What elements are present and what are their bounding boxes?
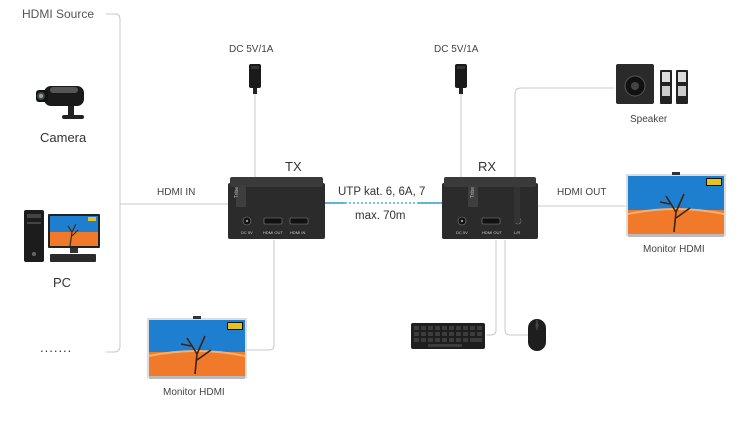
keyboard-line <box>486 240 497 336</box>
rx-device: Tribe DC 5V HDMI OUT L/R <box>442 177 538 239</box>
rx-monitor-icon <box>626 172 726 237</box>
rx-port-dc: DC 5V <box>456 230 468 235</box>
mouse-line <box>504 240 528 336</box>
camera-label: Camera <box>40 130 87 145</box>
tx-monitor-icon <box>147 316 247 379</box>
hdmi-out-label: HDMI OUT <box>557 187 607 198</box>
tx-device: Tribe DC 5V HDMI OUT HDMI IN <box>228 177 325 239</box>
tx-port-hdmi-out: HDMI OUT <box>263 230 283 235</box>
keyboard-icon <box>411 323 485 349</box>
tx-power-adapter-icon <box>249 64 261 94</box>
rx-side-text: Tribe <box>470 187 476 199</box>
speaker-line <box>514 87 614 177</box>
pc-icon <box>24 210 100 262</box>
rx-label: RX <box>478 159 497 174</box>
tx-port-hdmi-in: HDMI IN <box>290 230 306 235</box>
rx-port-lr: L/R <box>514 230 521 235</box>
tx-monitor-label: Monitor HDMI <box>163 387 225 398</box>
tx-power-label: DC 5V/1A <box>229 44 274 55</box>
speaker-label: Speaker <box>630 114 668 125</box>
pc-label: PC <box>53 275 72 290</box>
tx-label: TX <box>285 159 302 174</box>
mouse-icon <box>528 319 546 351</box>
camera-icon <box>36 86 84 119</box>
tx-port-dc: DC 5V <box>241 230 253 235</box>
rx-port-hdmi-out: HDMI OUT <box>482 230 502 235</box>
speaker-icon <box>616 64 688 104</box>
more-sources-ellipsis: ....... <box>40 340 73 355</box>
rx-monitor-label: Monitor HDMI <box>643 244 705 255</box>
utp-cable-label: UTP kat. 6, 6A, 7 <box>338 186 426 198</box>
rx-power-label: DC 5V/1A <box>434 44 479 55</box>
utp-distance-label: max. 70m <box>355 210 406 222</box>
tx-monitor-line <box>246 240 275 351</box>
source-bracket <box>106 13 121 353</box>
tx-side-text: Tribe <box>234 187 240 199</box>
rx-power-adapter-icon <box>455 64 467 94</box>
source-group-title: HDMI Source <box>22 7 95 21</box>
hdmi-in-label: HDMI IN <box>157 187 196 198</box>
